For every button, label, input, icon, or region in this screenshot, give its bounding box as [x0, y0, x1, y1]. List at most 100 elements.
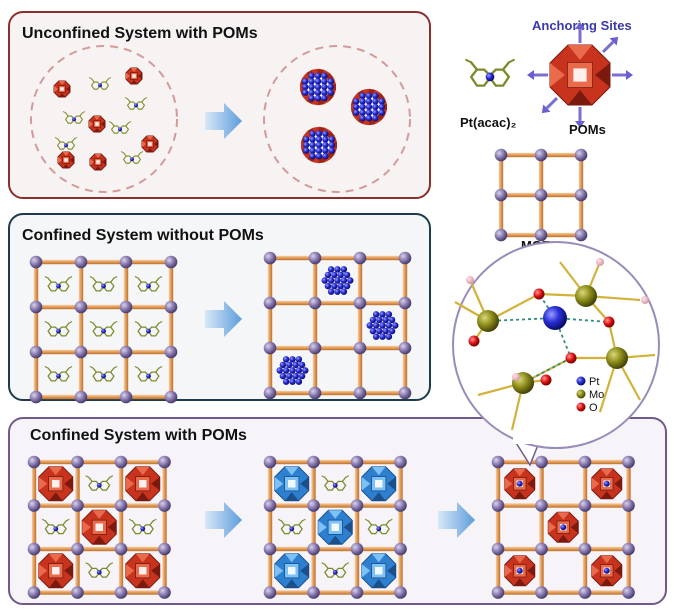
inset-legend-label: O	[589, 402, 598, 414]
pt-acac-label: Pt(acac)₂	[460, 115, 517, 130]
mof-nodes	[263, 455, 407, 599]
pom-cluster	[89, 153, 107, 171]
pom-cluster	[57, 151, 75, 169]
pom-cluster-blue	[317, 509, 353, 545]
arrow-pom-1	[205, 502, 242, 538]
pt-acac-molecule	[134, 321, 163, 337]
pom-cluster	[53, 80, 71, 98]
pt-acac-legend-icon	[464, 58, 516, 87]
pom-stabilized-pt-particle	[300, 126, 337, 164]
mof-nodes	[263, 251, 412, 400]
pt-acac-molecule	[85, 475, 114, 491]
pom-cluster-blue	[274, 553, 310, 589]
mof-grid-blue-poms	[263, 455, 407, 599]
pt-acac-molecule	[44, 276, 73, 292]
mof-legend-icon	[494, 148, 588, 242]
unconfined-left-circle	[30, 45, 178, 193]
unconfined-panel-title: Unconfined System with POMs	[22, 25, 258, 42]
arrow-pom-2	[438, 502, 475, 538]
mof-nodes	[29, 255, 178, 404]
pt-nanoparticle	[366, 311, 399, 340]
mof-linkers	[495, 459, 631, 595]
pt-acac-molecule	[108, 121, 132, 134]
mof-linkers	[267, 459, 403, 595]
pt-nanoparticle	[321, 266, 354, 295]
o-atom	[468, 335, 480, 347]
mof-nodes	[27, 455, 171, 599]
mof-linkers	[31, 459, 167, 595]
pom-cluster	[125, 553, 161, 589]
o-atom	[540, 374, 552, 386]
pom-cluster	[88, 115, 106, 133]
pom-cluster	[81, 509, 117, 545]
pt-acac-molecule	[128, 518, 157, 535]
pt-acac-molecule	[364, 518, 393, 535]
pt-acac-molecule	[54, 137, 78, 150]
anchoring-site-arrows	[527, 22, 633, 128]
mof-grid-poms-single-pt	[491, 455, 635, 599]
inset-legend-label: Pt	[589, 376, 599, 388]
pom-cluster	[141, 135, 159, 153]
inset-legend-label: Mo	[589, 389, 604, 401]
poms-label: POMs	[569, 122, 606, 137]
pt-core	[303, 130, 335, 160]
pt-core	[302, 72, 334, 102]
mof-nodes	[491, 455, 635, 599]
pt-acac-molecule	[134, 366, 163, 382]
mo-atom	[575, 285, 597, 307]
mof-grid-with-pt-clusters	[263, 251, 412, 400]
pt-core	[353, 92, 385, 122]
pom-cluster-blue	[361, 553, 397, 589]
h-atom	[596, 258, 604, 266]
pom-cluster	[125, 466, 161, 502]
pt-acac-molecule	[62, 111, 86, 124]
mof-grid-poms-ptacac	[27, 455, 171, 599]
pt-acac-molecule	[89, 366, 118, 382]
h-atom	[512, 373, 520, 381]
pt-acac-molecule	[120, 151, 144, 164]
arrow-confined	[205, 301, 242, 337]
pt-acac-molecule	[277, 518, 306, 535]
o-atom	[603, 316, 615, 328]
pt-acac-molecule	[124, 97, 148, 110]
pom-stabilized-pt-particle	[299, 68, 336, 106]
mof-linkers	[267, 255, 408, 396]
confined-with-poms-title: Confined System with POMs	[30, 427, 247, 444]
confined-without-poms-title: Confined System without POMs	[22, 227, 264, 244]
o-atom	[565, 352, 577, 364]
pt-atom	[543, 306, 567, 330]
pom-cluster-blue	[274, 466, 310, 502]
mo-atom	[477, 310, 499, 332]
pom-cluster	[38, 466, 74, 502]
pom-legend-icon	[527, 22, 633, 128]
mof-linkers	[33, 259, 174, 400]
pom-cluster	[549, 44, 611, 106]
pt-acac-molecule	[464, 58, 516, 87]
inset-circle	[452, 241, 660, 449]
h-atom	[466, 276, 474, 284]
pt-acac-molecule	[44, 321, 73, 337]
mof-grid-with-ptacac	[29, 255, 178, 404]
pt-acac-molecule	[321, 475, 350, 491]
mof-nodes	[494, 148, 588, 242]
pom-stabilized-pt-particle	[350, 88, 387, 126]
o-atom	[533, 288, 545, 300]
pt-acac-molecule	[134, 276, 163, 292]
pt-acac-molecule	[89, 276, 118, 292]
legend-swatch	[576, 402, 586, 412]
pom-cluster	[38, 553, 74, 589]
pt-nanoparticle	[276, 356, 309, 385]
pt-acac-molecule	[44, 366, 73, 382]
pom-cluster-blue	[361, 466, 397, 502]
pt-acac-molecule	[89, 321, 118, 337]
pom-cluster	[125, 67, 143, 85]
unconfined-right-circle	[263, 45, 411, 193]
arrow-unconfined	[205, 103, 242, 139]
pt-acac-molecule	[88, 77, 112, 90]
pt-acac-molecule	[321, 562, 350, 578]
pt-acac-molecule	[41, 518, 70, 535]
h-atom	[641, 296, 649, 304]
